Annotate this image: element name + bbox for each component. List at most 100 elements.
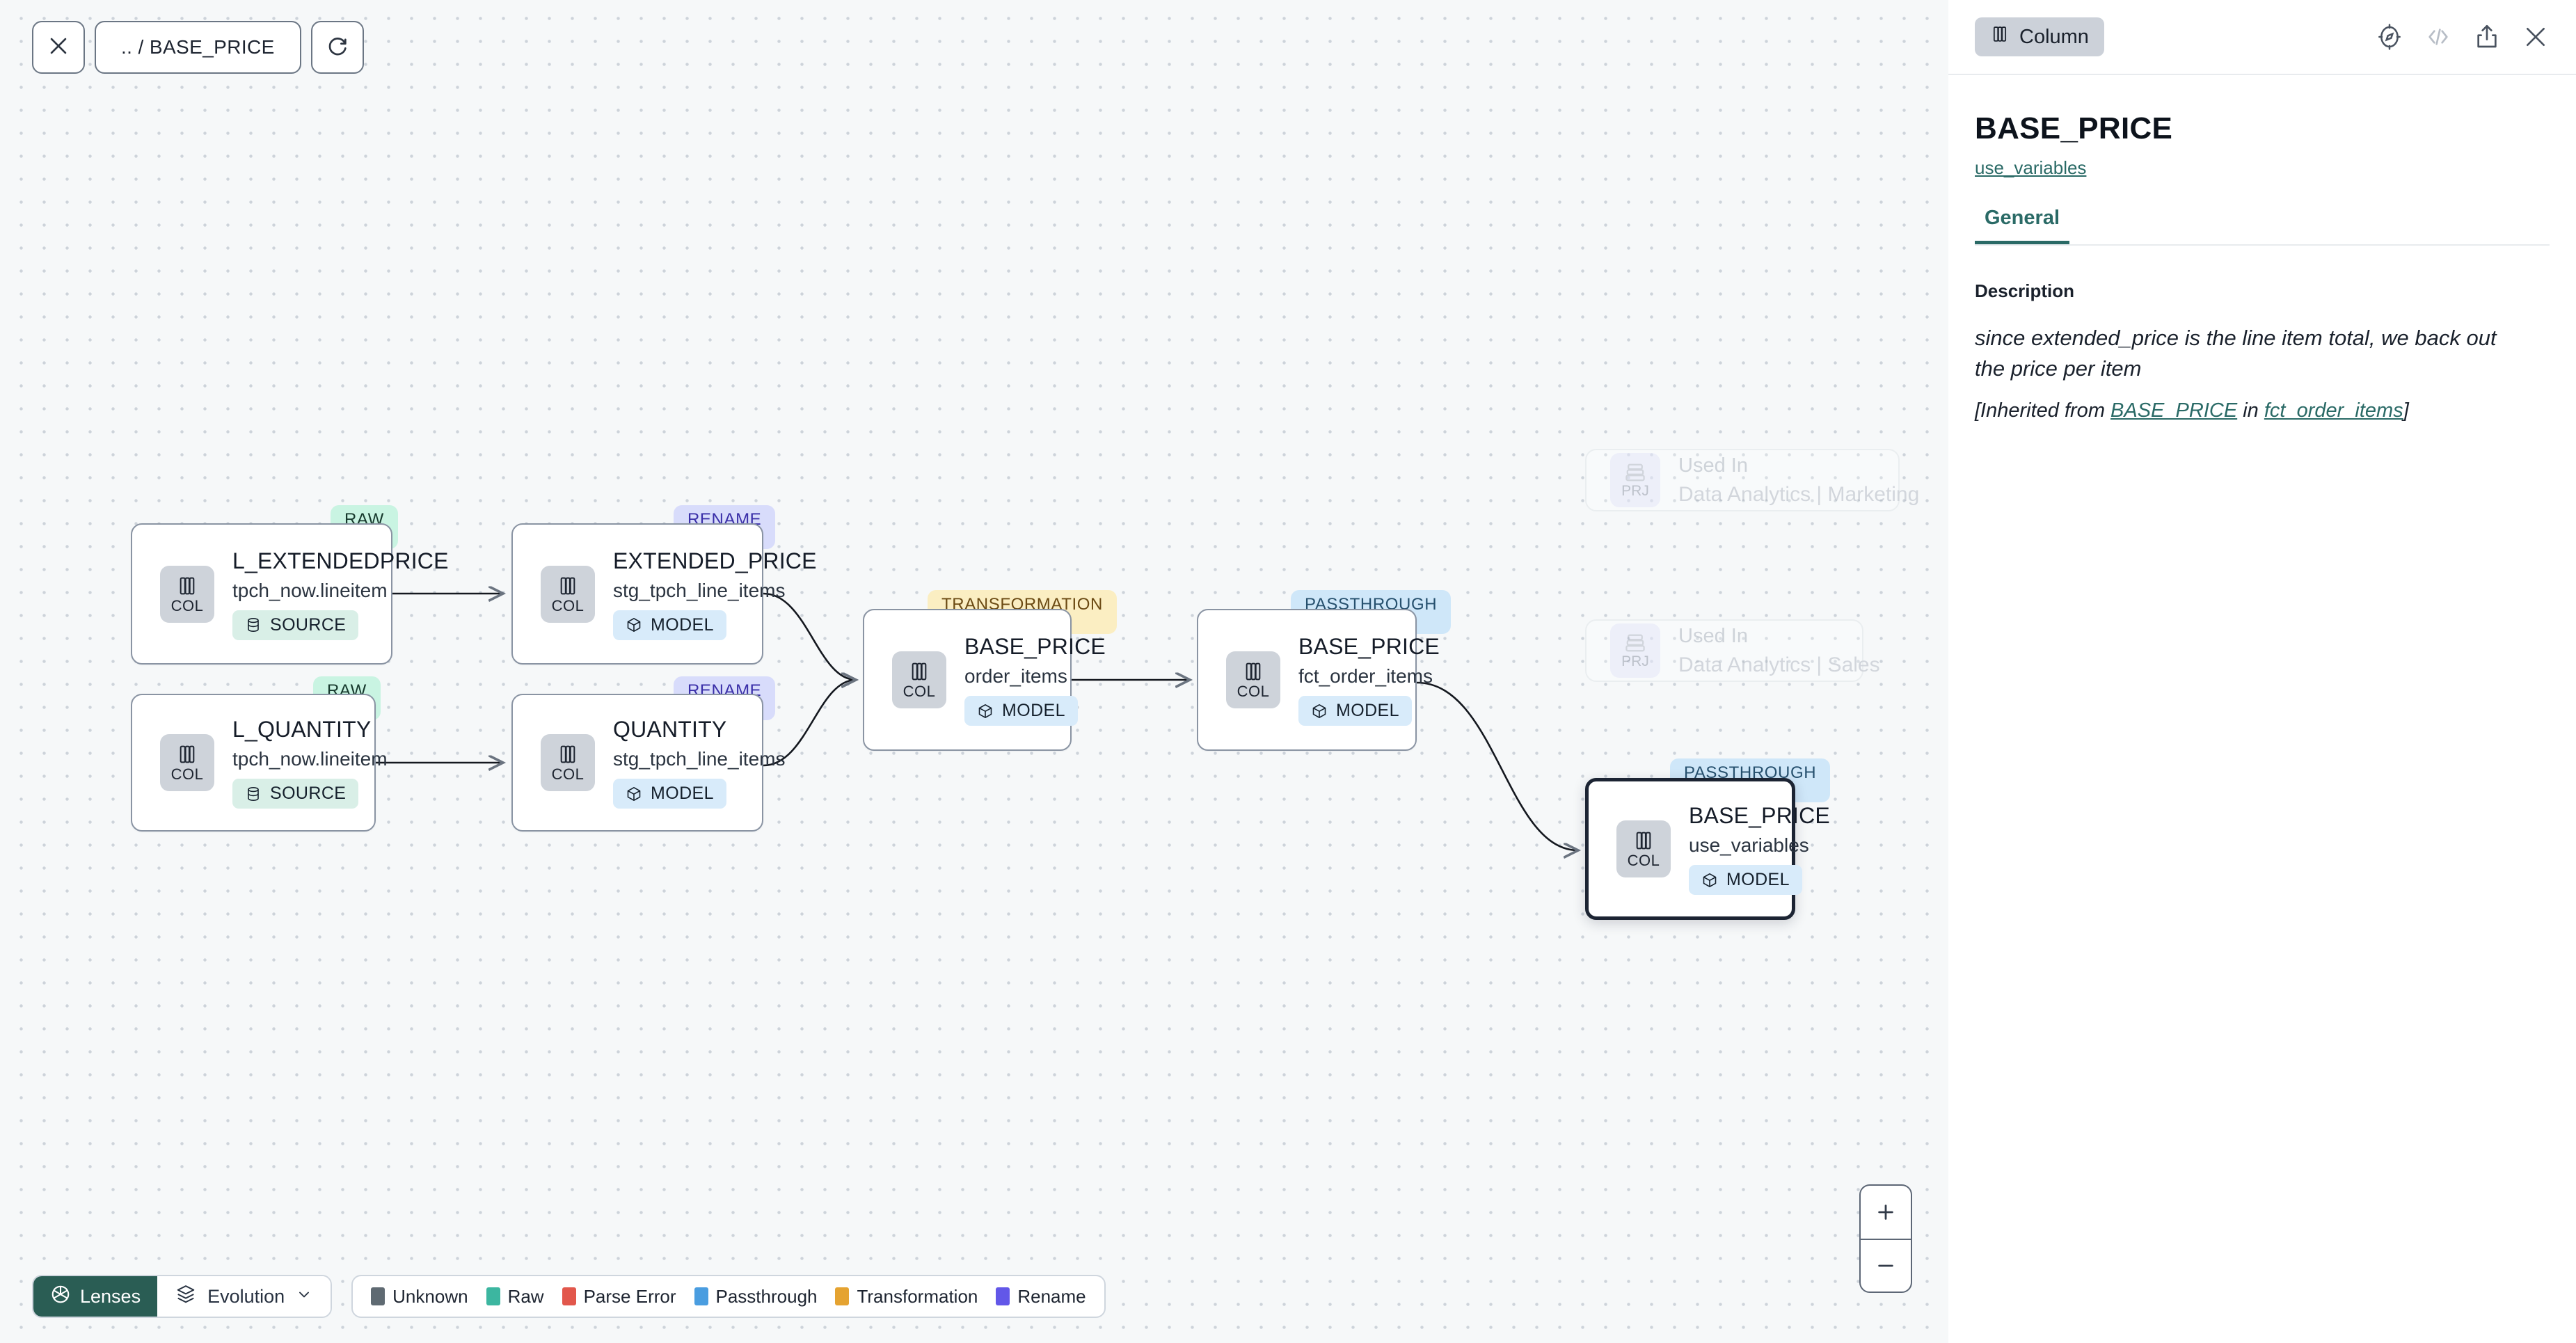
node-name: QUANTITY [613, 717, 727, 742]
zoom-in-button[interactable] [1861, 1186, 1911, 1239]
column-badge: COL [160, 734, 214, 791]
inherited-column-link[interactable]: BASE_PRICE [2110, 399, 2238, 422]
legend-item[interactable]: Transformation [835, 1286, 978, 1308]
project-badge-label: PRJ [1621, 653, 1649, 669]
node-name: BASE_PRICE [1298, 634, 1440, 659]
node-name: EXTENDED_PRICE [613, 548, 817, 573]
node-name: BASE_PRICE [1689, 803, 1830, 828]
node-kind-badge: SOURCE [232, 610, 359, 640]
plus-icon [1878, 1205, 1893, 1220]
used-in-card[interactable]: PRJ Used In Data Analytics | Marketing [1585, 449, 1919, 511]
used-in-value: Data Analytics | Marketing [1678, 482, 1920, 506]
lineage-node[interactable]: COL QUANTITY stg_tpch_line_items MODEL [511, 694, 785, 832]
evolution-label: Evolution [207, 1285, 285, 1307]
breadcrumb[interactable]: .. / BASE_PRICE [95, 21, 301, 74]
node-kind-badge: MODEL [613, 779, 726, 809]
node-name: BASE_PRICE [964, 634, 1106, 659]
column-badge: COL [1616, 820, 1671, 877]
legend-swatch [371, 1287, 385, 1305]
used-in-label: Used In [1678, 624, 1748, 647]
refresh-button[interactable] [310, 21, 364, 74]
node-kind-badge: MODEL [613, 610, 726, 640]
entity-type-chip[interactable]: Column [1975, 17, 2104, 56]
project-badge: PRJ [1610, 623, 1660, 678]
tab-general[interactable]: General [1975, 207, 2069, 244]
legend-label: Passthrough [715, 1285, 818, 1307]
zoom-controls [1859, 1184, 1912, 1293]
share-icon[interactable] [2473, 23, 2501, 51]
node-kind-badge: MODEL [1298, 696, 1412, 726]
minus-icon [1878, 1264, 1893, 1267]
node-source: stg_tpch_line_items [613, 748, 786, 770]
chevron-down-icon [296, 1286, 312, 1308]
inherited-note: [Inherited from BASE_PRICE in fct_order_… [1975, 399, 2550, 422]
lineage-node[interactable]: COL BASE_PRICE fct_order_items MODEL [1197, 609, 1440, 751]
node-source: use_variables [1689, 834, 1809, 856]
description-label: Description [1975, 280, 2075, 301]
legend-swatch [486, 1287, 500, 1305]
lineage-node-selected[interactable]: COL BASE_PRICE use_variables MODEL [1585, 778, 1830, 920]
legend-label: Rename [1017, 1285, 1086, 1307]
node-source: stg_tpch_line_items [613, 579, 786, 601]
column-badge: COL [160, 565, 214, 623]
zoom-out-button[interactable] [1861, 1239, 1911, 1292]
node-kind-label: SOURCE [270, 614, 347, 635]
column-badge-label: COL [903, 683, 936, 700]
parent-model-link[interactable]: use_variables [1975, 157, 2087, 178]
lenses-label: Lenses [80, 1285, 141, 1307]
legend-swatch [562, 1287, 576, 1305]
node-kind-label: MODEL [1336, 701, 1399, 720]
node-source: tpch_now.lineitem [232, 748, 388, 770]
node-name: L_QUANTITY [232, 717, 372, 742]
column-badge-label: COL [1627, 852, 1660, 869]
node-source: tpch_now.lineitem [232, 579, 388, 601]
column-badge-label: COL [1237, 683, 1270, 700]
node-source: fct_order_items [1298, 665, 1433, 687]
refresh-icon [326, 34, 349, 61]
node-kind-label: MODEL [651, 614, 714, 635]
lineage-node[interactable]: COL L_EXTENDEDPRICE tpch_now.lineitem SO… [131, 523, 448, 665]
evolution-dropdown[interactable]: Evolution [157, 1276, 331, 1317]
details-panel-header: Column [1948, 0, 2576, 75]
legend-label: Transformation [857, 1285, 978, 1307]
legend-item[interactable]: Raw [486, 1286, 544, 1308]
description-text: since extended_price is the line item to… [1975, 326, 2497, 381]
legend-item[interactable]: Parse Error [562, 1286, 676, 1308]
used-in-value: Data Analytics | Sales [1678, 653, 1880, 676]
lineage-node[interactable]: COL L_QUANTITY tpch_now.lineitem SOURCE [131, 694, 388, 832]
close-button[interactable] [32, 21, 85, 74]
lineage-canvas[interactable]: .. / BASE_PRICE [0, 0, 1948, 1343]
inherited-model-link[interactable]: fct_order_items [2264, 399, 2403, 422]
column-badge-label: COL [170, 596, 204, 614]
legend-item[interactable]: Unknown [371, 1286, 468, 1308]
details-panel: Column BASE_PRICE use_variables Gener [1948, 0, 2576, 1343]
aperture-icon [50, 1284, 71, 1310]
legend-label: Unknown [392, 1285, 468, 1307]
node-kind-label: MODEL [651, 784, 714, 803]
lineage-node[interactable]: COL EXTENDED_PRICE stg_tpch_line_items M… [511, 523, 816, 665]
legend-label: Raw [507, 1285, 544, 1307]
page-title: BASE_PRICE [1975, 111, 2173, 145]
inherited-mid: in [2237, 399, 2264, 422]
code-icon[interactable] [2424, 23, 2452, 51]
legend-item[interactable]: Passthrough [694, 1285, 818, 1308]
used-in-label: Used In [1678, 454, 1748, 477]
node-name: L_EXTENDEDPRICE [232, 548, 449, 573]
canvas-toolbar: .. / BASE_PRICE [32, 21, 364, 74]
column-badge: COL [541, 734, 595, 791]
close-panel-icon[interactable] [2522, 23, 2550, 51]
column-icon [1990, 24, 2010, 49]
legend-item[interactable]: Rename [996, 1286, 1086, 1308]
column-badge: COL [541, 565, 595, 623]
legend-swatch [694, 1287, 708, 1305]
column-badge-label: COL [551, 596, 585, 614]
legend-swatch [835, 1287, 850, 1305]
lenses-button[interactable]: Lenses [33, 1276, 158, 1317]
explore-compass-icon[interactable] [2376, 23, 2403, 51]
used-in-card[interactable]: PRJ Used In Data Analytics | Sales [1585, 619, 1880, 682]
inherited-suffix: ] [2403, 399, 2409, 422]
node-kind-badge: SOURCE [232, 779, 359, 809]
lineage-node[interactable]: COL BASE_PRICE order_items MODEL [863, 609, 1106, 751]
inherited-prefix: [Inherited from [1975, 399, 2111, 422]
panel-action-icons [2376, 23, 2550, 51]
